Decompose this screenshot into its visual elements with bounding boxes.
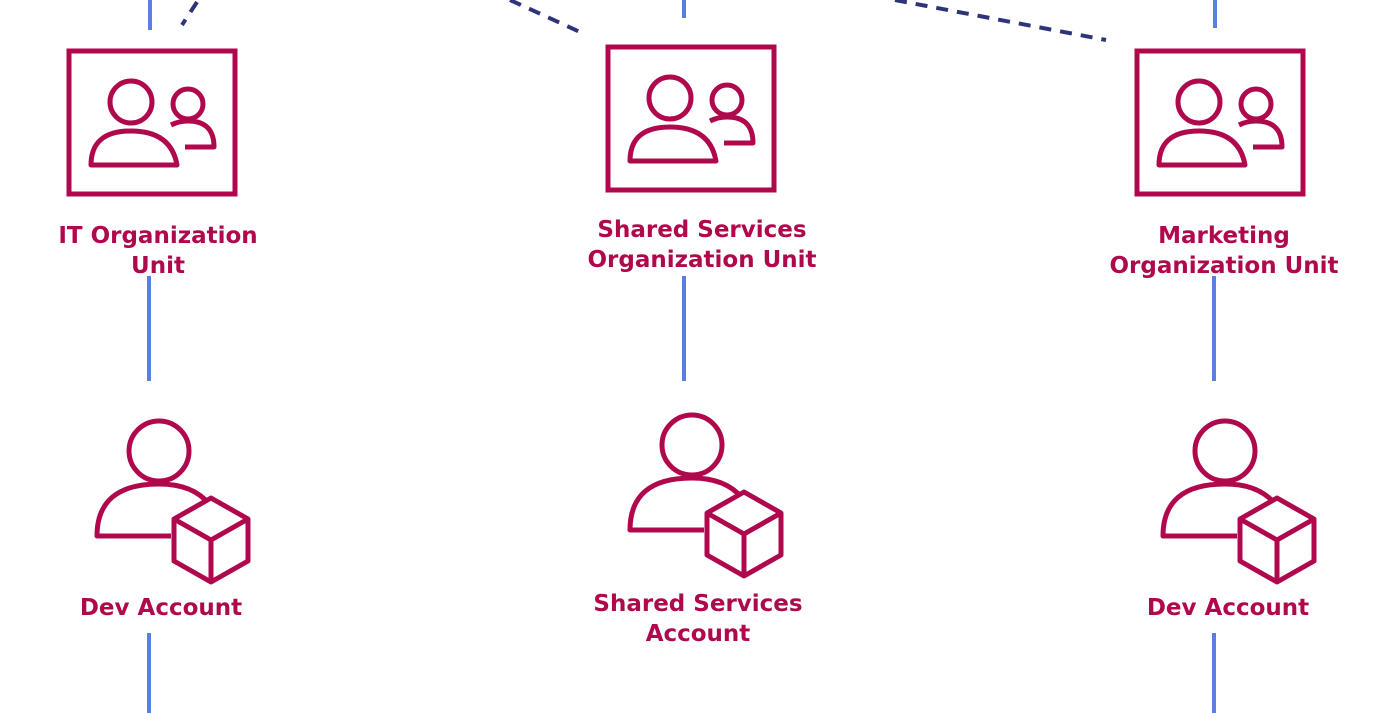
dashed-connector-right <box>894 0 1107 42</box>
account-icon <box>1163 421 1314 582</box>
it-dev-account-label: Dev Account <box>79 595 243 621</box>
dashed-connector-center <box>509 0 581 34</box>
organization-unit-icon <box>69 51 235 194</box>
dashed-connector-left <box>180 0 199 27</box>
marketing-dev-account-label: Dev Account <box>1146 595 1310 621</box>
organization-unit-icon <box>1137 51 1303 194</box>
it-organization-unit-label: IT Organization Unit <box>58 223 258 279</box>
account-icon <box>97 421 248 582</box>
account-icon <box>630 415 781 576</box>
marketing-organization-unit-label: Marketing Organization Unit <box>1109 223 1339 279</box>
shared-services-organization-unit-label: Shared Services Organization Unit <box>587 217 817 273</box>
shared-services-account-label: Shared Services Account <box>593 591 803 647</box>
connector-lines <box>147 0 1217 713</box>
organization-unit-icon <box>608 47 774 190</box>
